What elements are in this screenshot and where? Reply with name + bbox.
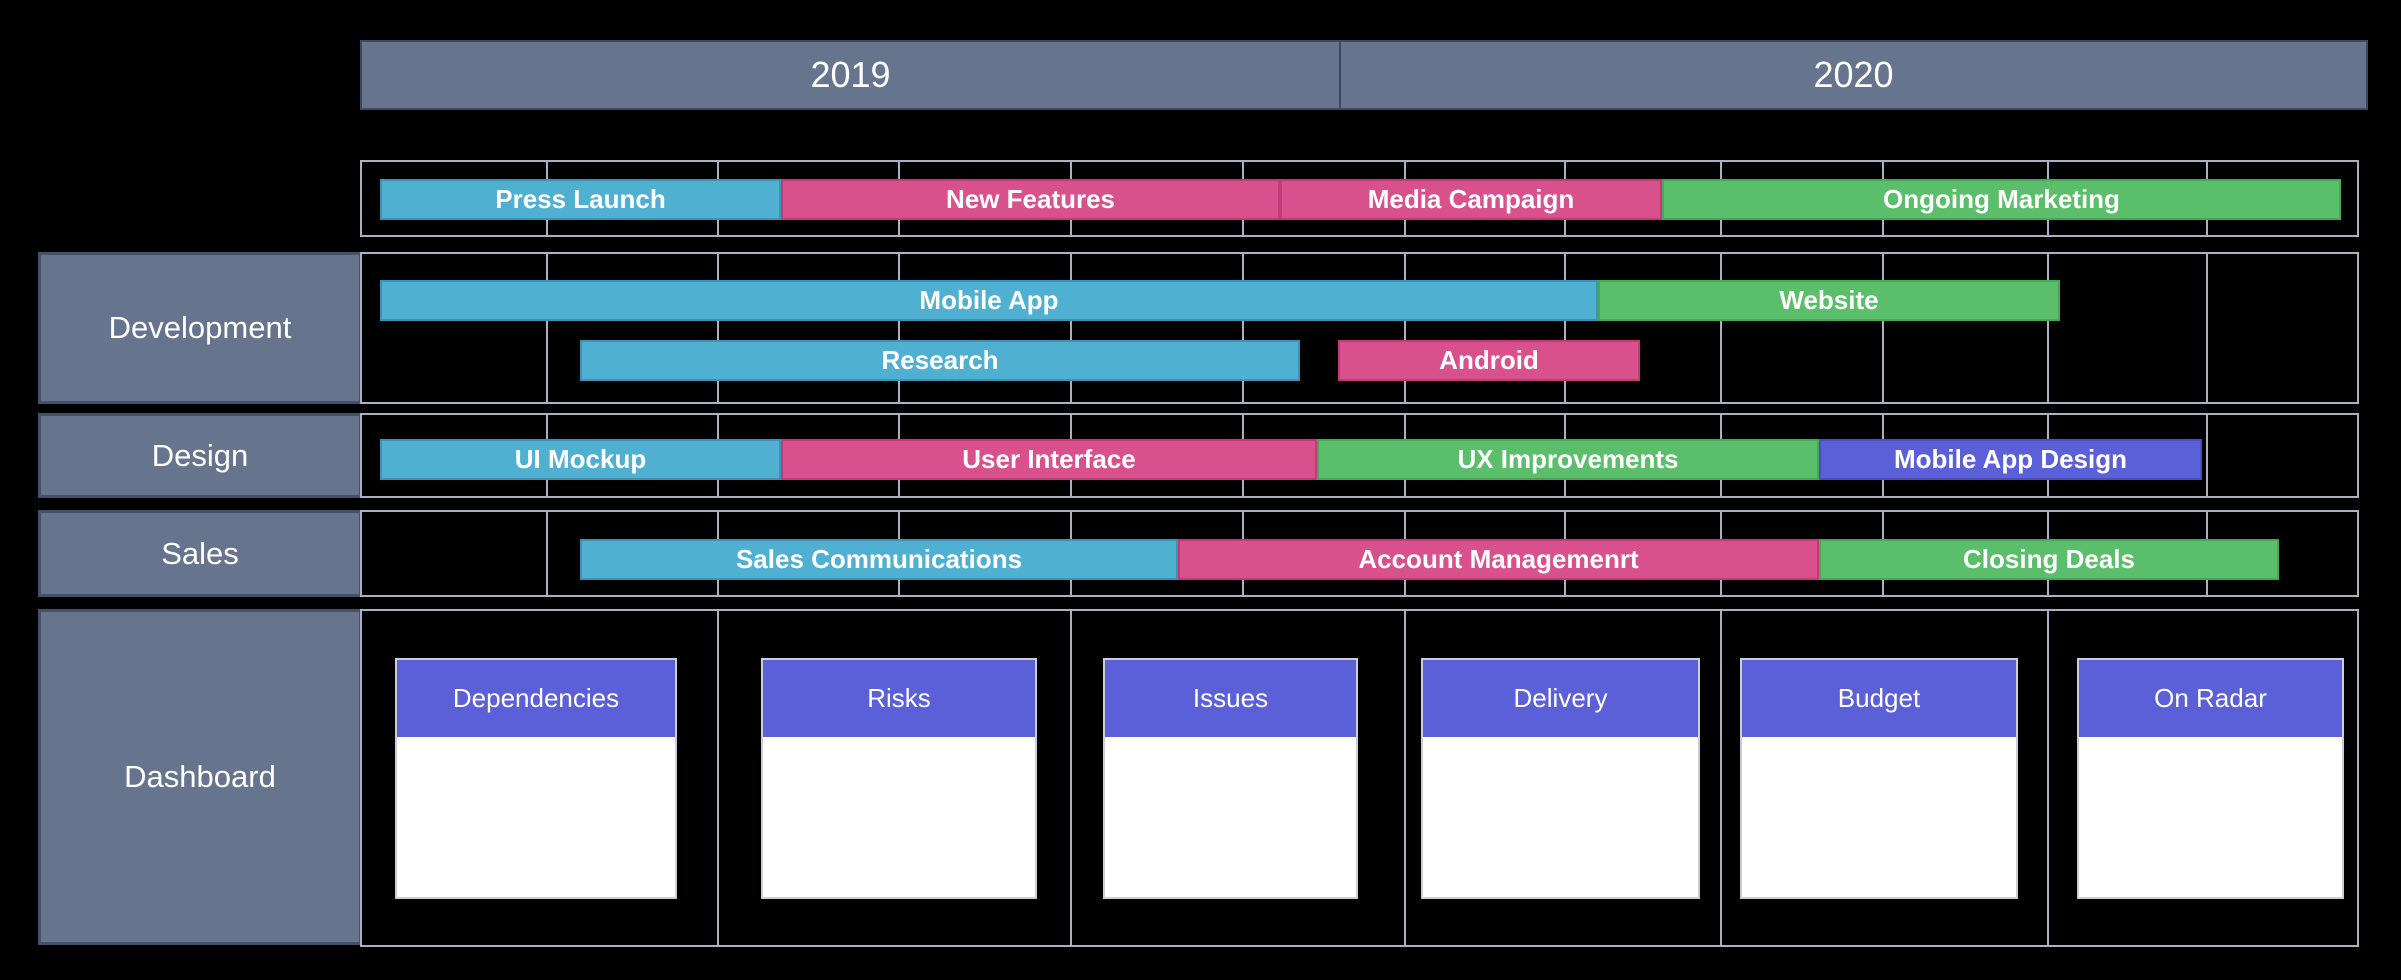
year-cell-2020: 2020: [1339, 40, 2368, 110]
task-bar-press-launch: Press Launch: [380, 179, 781, 220]
task-bar-user-interface: User Interface: [781, 439, 1317, 480]
task-label-ongoing-marketing: Ongoing Marketing: [1883, 184, 2120, 214]
task-bar-mobile-app-design: Mobile App Design: [1819, 439, 2202, 480]
task-bar-ui-mockup: UI Mockup: [380, 439, 781, 480]
gridline-dashboard-2: [1404, 611, 1406, 945]
dashboard-card-budget: Budget: [1740, 658, 2018, 899]
row-label-dashboard: Dashboard: [38, 609, 362, 945]
gridline-development-0: [546, 254, 548, 402]
gridline-dashboard-0: [717, 611, 719, 945]
task-bar-ongoing-marketing: Ongoing Marketing: [1662, 179, 2341, 220]
card-title-delivery: Delivery: [1513, 683, 1608, 713]
gridline-design-10: [2206, 415, 2208, 496]
task-label-media-campaign: Media Campaign: [1367, 184, 1575, 214]
row-label-design: Design: [38, 413, 362, 498]
card-title-budget: Budget: [1837, 683, 1921, 713]
gridline-dashboard-1: [1070, 611, 1072, 945]
card-title-risks: Risks: [867, 683, 931, 713]
card-header-budget: Budget: [1742, 660, 2016, 737]
year-label-2020: 2020: [1813, 54, 1894, 95]
card-header-delivery: Delivery: [1423, 660, 1698, 737]
card-header-dependencies: Dependencies: [397, 660, 675, 737]
task-bar-new-features: New Features: [781, 179, 1280, 220]
task-label-sales-communications: Sales Communications: [735, 544, 1023, 574]
task-label-research: Research: [881, 345, 999, 375]
gridline-development-5: [1404, 254, 1406, 402]
card-title-on-radar: On Radar: [2154, 683, 2267, 713]
task-bar-account-managemenrt: Account Managemenrt: [1178, 539, 1819, 580]
task-bar-android: Android: [1338, 340, 1640, 381]
row-label-development: Development: [38, 252, 362, 404]
task-label-closing-deals: Closing Deals: [1963, 544, 2135, 574]
gridline-development-7: [1720, 254, 1722, 402]
task-bar-research: Research: [580, 340, 1300, 381]
task-label-ux-improvements: UX Improvements: [1457, 444, 1679, 474]
gridline-development-10: [2206, 254, 2208, 402]
task-label-account-managemenrt: Account Managemenrt: [1358, 544, 1639, 574]
row-label-text-dashboard: Dashboard: [124, 759, 276, 794]
task-label-user-interface: User Interface: [962, 444, 1136, 474]
year-cell-2019: 2019: [360, 40, 1341, 110]
row-label-sales: Sales: [38, 510, 362, 597]
row-label-text-sales: Sales: [161, 535, 239, 571]
gridline-development-3: [1070, 254, 1072, 402]
gridline-development-6: [1564, 254, 1566, 402]
task-bar-ux-improvements: UX Improvements: [1317, 439, 1819, 480]
gridline-development-4: [1242, 254, 1244, 402]
card-header-issues: Issues: [1105, 660, 1356, 737]
task-label-ui-mockup: UI Mockup: [514, 444, 647, 474]
gridline-development-1: [717, 254, 719, 402]
task-bar-sales-communications: Sales Communications: [580, 539, 1178, 580]
task-label-website: Website: [1779, 285, 1879, 315]
task-bar-mobile-app: Mobile App: [380, 280, 1598, 321]
gridline-dashboard-4: [2047, 611, 2049, 945]
row-label-text-development: Development: [108, 310, 292, 345]
task-label-mobile-app-design: Mobile App Design: [1893, 444, 2128, 474]
dashboard-card-delivery: Delivery: [1421, 658, 1700, 899]
gridline-development-9: [2047, 254, 2049, 402]
dashboard-card-on-radar: On Radar: [2077, 658, 2344, 899]
dashboard-card-risks: Risks: [761, 658, 1037, 899]
card-header-on-radar: On Radar: [2079, 660, 2342, 737]
task-label-android: Android: [1439, 345, 1539, 375]
card-title-issues: Issues: [1192, 683, 1269, 713]
gridline-dashboard-3: [1720, 611, 1722, 945]
dashboard-card-issues: Issues: [1103, 658, 1358, 899]
gridline-development-8: [1882, 254, 1884, 402]
task-bar-website: Website: [1598, 280, 2060, 321]
row-development-track: [360, 252, 2359, 404]
dashboard-card-dependencies: Dependencies: [395, 658, 677, 899]
row-label-text-design: Design: [151, 437, 249, 473]
card-title-dependencies: Dependencies: [452, 683, 620, 713]
year-label-2019: 2019: [810, 54, 891, 95]
gridline-development-2: [898, 254, 900, 402]
gridline-sales-0: [546, 512, 548, 595]
task-bar-media-campaign: Media Campaign: [1280, 179, 1662, 220]
task-label-mobile-app: Mobile App: [919, 285, 1059, 315]
task-label-press-launch: Press Launch: [495, 184, 666, 214]
card-header-risks: Risks: [763, 660, 1035, 737]
task-bar-closing-deals: Closing Deals: [1819, 539, 2279, 580]
task-label-new-features: New Features: [945, 184, 1116, 214]
